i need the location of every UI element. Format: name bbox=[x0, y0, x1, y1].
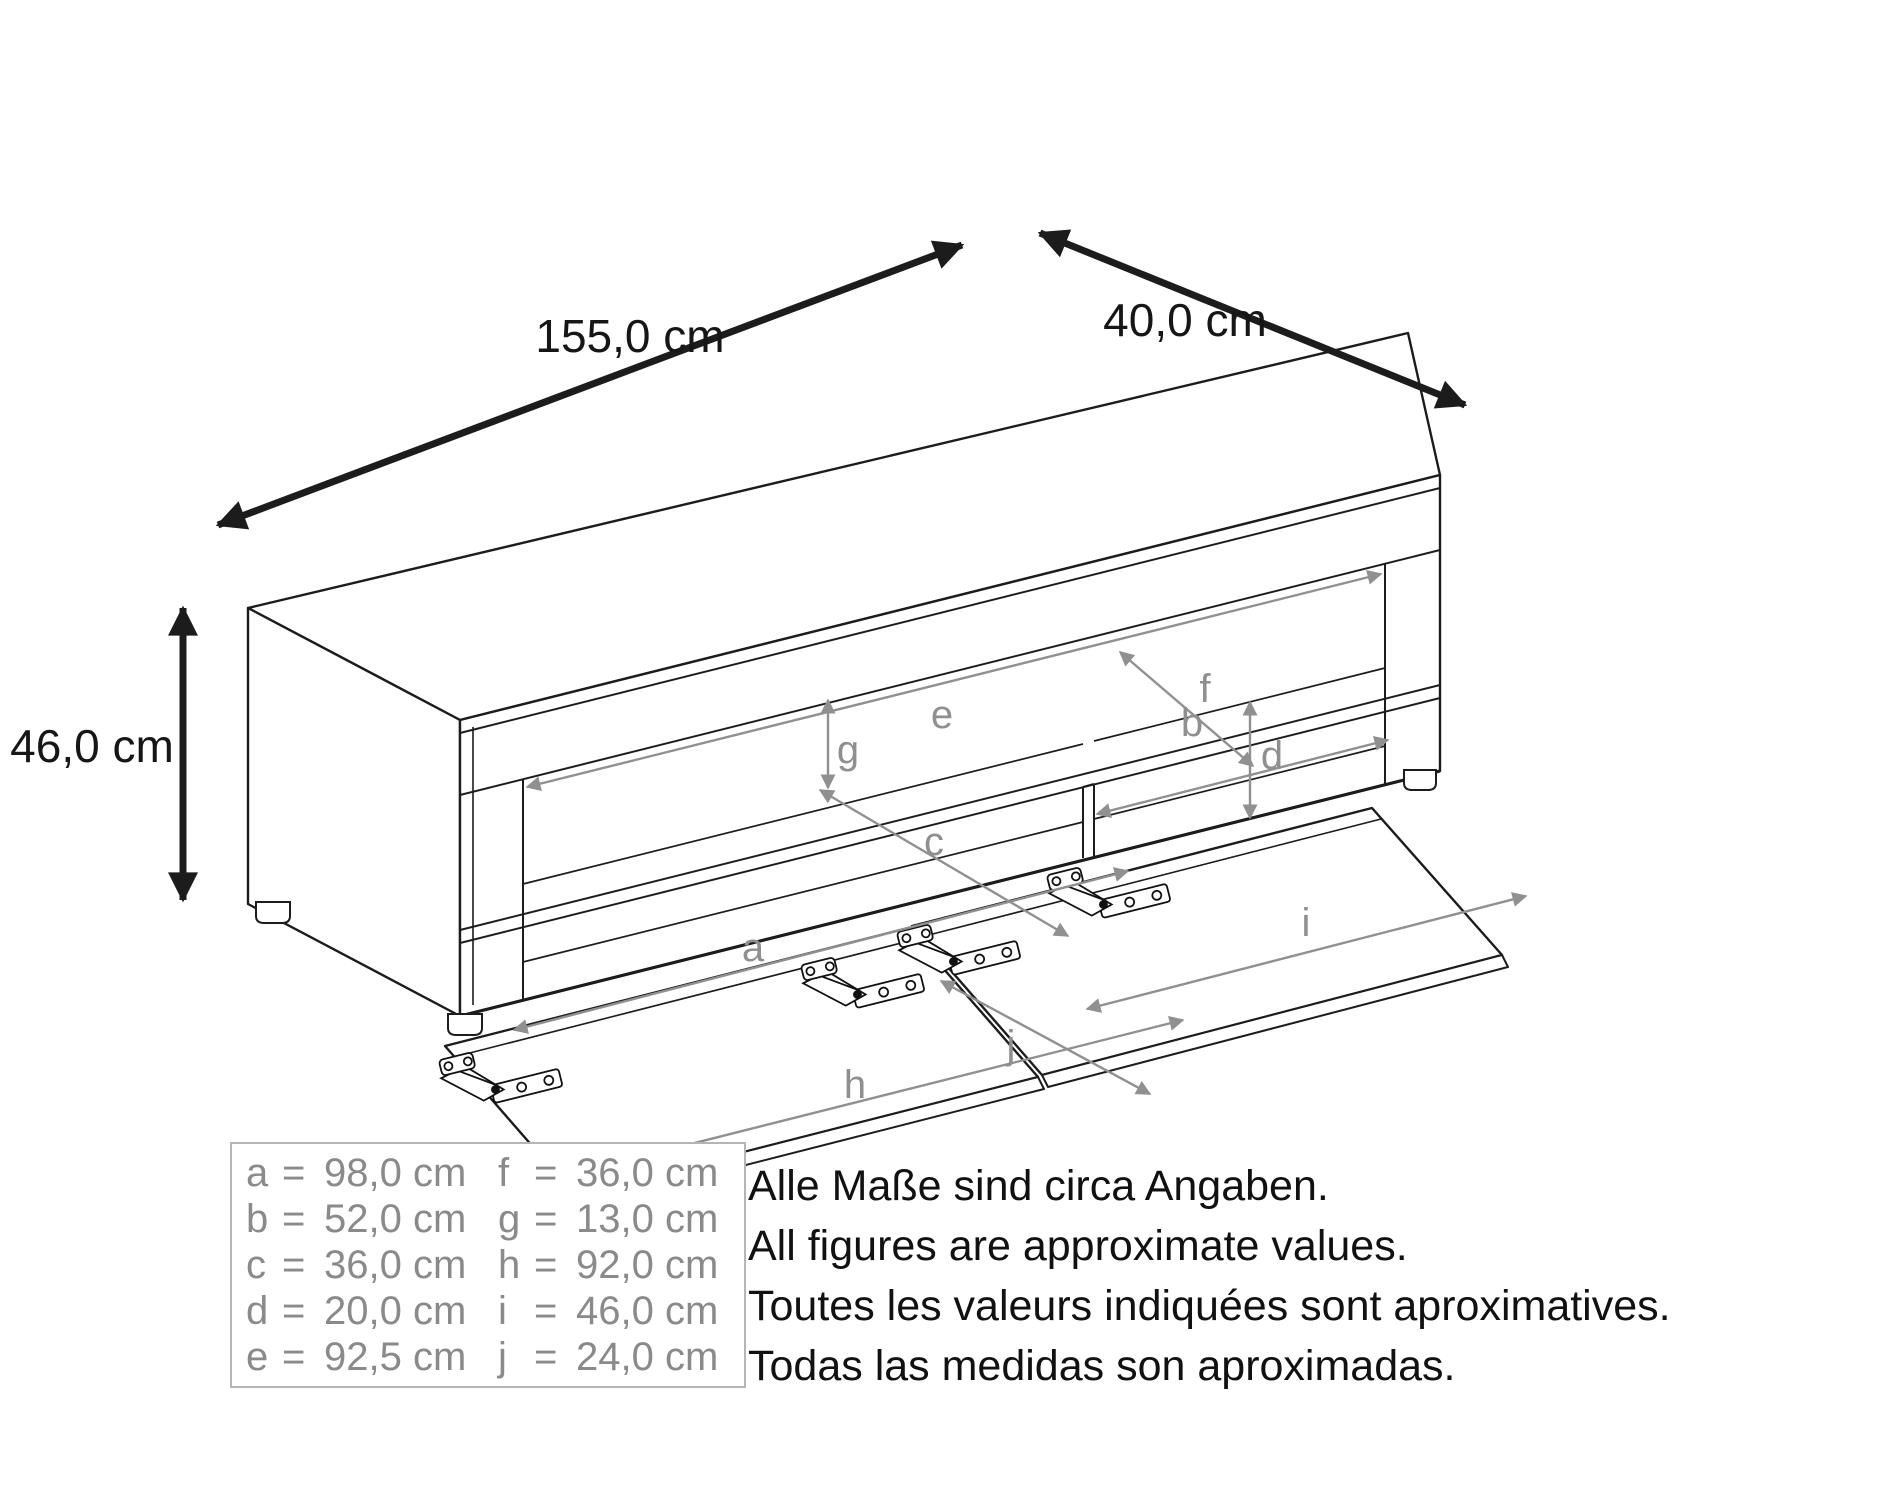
table-column-left: a=98,0 cm b=52,0 cm c=36,0 cm d=20,0 cm … bbox=[246, 1150, 498, 1380]
dim-letter-j: j bbox=[1006, 1023, 1016, 1067]
dim-letter-a: a bbox=[742, 926, 765, 970]
dim-letter-b: b bbox=[1181, 701, 1203, 745]
dim-letter-c: c bbox=[924, 820, 944, 864]
measurement-table: a=98,0 cm b=52,0 cm c=36,0 cm d=20,0 cm … bbox=[230, 1142, 746, 1388]
note-line-es: Todas las medidas son aproximadas. bbox=[748, 1342, 1456, 1390]
foot-front-left bbox=[447, 1013, 483, 1036]
table-row: f=36,0 cm bbox=[498, 1151, 719, 1195]
table-row: i=46,0 cm bbox=[498, 1289, 719, 1333]
table-row: g=13,0 cm bbox=[498, 1197, 719, 1241]
note-line-fr: Toutes les valeurs indiquées sont aproxi… bbox=[748, 1282, 1671, 1330]
table-row: a=98,0 cm bbox=[246, 1151, 467, 1195]
dim-letter-i: i bbox=[1302, 901, 1311, 945]
table-column-right: f=36,0 cm g=13,0 cm h=92,0 cm i=46,0 cm … bbox=[498, 1150, 738, 1380]
note-line-en: All figures are approximate values. bbox=[748, 1222, 1408, 1270]
depth-label: 40,0 cm bbox=[1103, 294, 1267, 346]
dim-letter-f: f bbox=[1199, 667, 1211, 711]
depth-arrow bbox=[1037, 229, 1468, 409]
table-row: j=24,0 cm bbox=[498, 1335, 719, 1379]
dim-letter-h: h bbox=[844, 1063, 866, 1107]
approximate-values-notes: Alle Maße sind circa Angaben. All figure… bbox=[748, 1156, 1671, 1396]
foot-back-left bbox=[255, 901, 291, 924]
table-row: h=92,0 cm bbox=[498, 1243, 719, 1287]
dim-arrow-i bbox=[1085, 892, 1528, 1013]
table-row: e=92,5 cm bbox=[246, 1335, 467, 1379]
table-row: b=52,0 cm bbox=[246, 1197, 467, 1241]
table-row: c=36,0 cm bbox=[246, 1243, 467, 1287]
width-arrow bbox=[215, 240, 965, 530]
width-label: 155,0 cm bbox=[535, 310, 724, 362]
note-line-de: Alle Maße sind circa Angaben. bbox=[748, 1162, 1329, 1210]
dim-arrow-a bbox=[512, 867, 1130, 1034]
dim-letter-g: g bbox=[837, 728, 859, 772]
height-label: 46,0 cm bbox=[10, 720, 174, 772]
dim-letter-e: e bbox=[931, 693, 953, 737]
table-row: d=20,0 cm bbox=[246, 1289, 467, 1333]
dim-letter-d: d bbox=[1261, 734, 1283, 778]
foot-right bbox=[1403, 769, 1437, 791]
dim-arrow-e bbox=[525, 569, 1383, 792]
